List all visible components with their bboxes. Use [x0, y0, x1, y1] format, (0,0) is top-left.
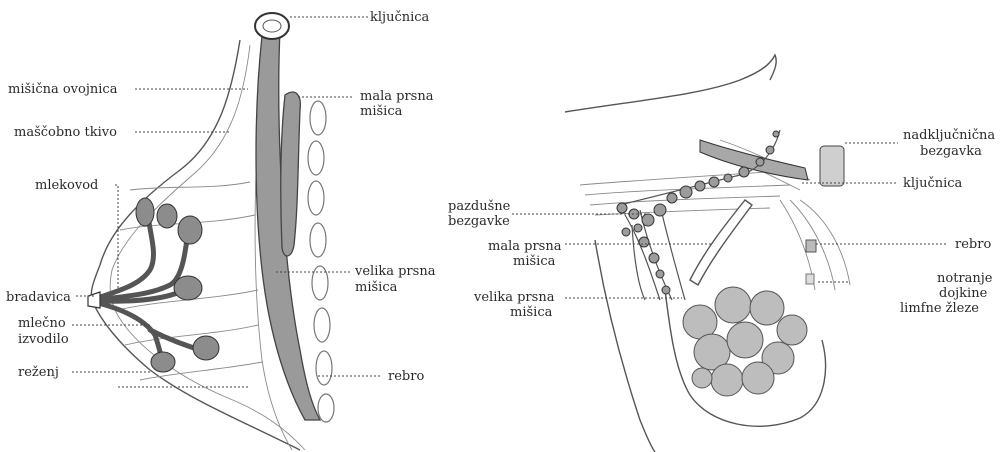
label-kljucnica-left: ključnica: [370, 10, 430, 25]
label-mala-prsna-right-2: mišica: [513, 254, 556, 269]
chest-muscle-fibers: [580, 140, 850, 290]
supraclavicular-structure: [820, 146, 844, 186]
label-mala-prsna-left-1: mala prsna: [360, 89, 434, 104]
left-sagittal-diagram: [72, 13, 382, 450]
label-notranje-3: limfne žleze: [900, 301, 979, 316]
label-kljucnica-right: ključnica: [903, 176, 963, 191]
label-velika-prsna-right-1: velika prsna: [473, 290, 555, 305]
arm-contour: [595, 240, 655, 452]
label-mala-prsna-left-2: mišica: [360, 104, 403, 119]
label-mlecno-2: izvodilo: [18, 332, 69, 347]
neck-shoulder-contour: [565, 55, 776, 112]
pectoralis-minor-right: [690, 200, 752, 285]
label-rebro-right: rebro: [955, 237, 991, 252]
label-mala-prsna-right-1: mala prsna: [488, 239, 562, 254]
label-mlekovod: mlekovod: [35, 178, 98, 193]
label-nadkljucnicna-1: nadključnična: [903, 128, 995, 143]
right-lymph-diagram: [512, 55, 948, 452]
label-notranje-2: dojkine: [939, 286, 988, 301]
label-mascobno-tkivo: maščobno tkivo: [14, 125, 117, 140]
clavicle-inner: [263, 20, 281, 32]
label-nadkljucnicna-2: bezgavka: [920, 144, 982, 159]
internal-mammary-node-1: [806, 240, 816, 252]
clavicle-right: [700, 140, 808, 180]
label-bradavica: bradavica: [6, 290, 71, 305]
label-notranje-1: notranje: [937, 271, 993, 286]
breast-gland-cluster: [683, 287, 807, 396]
rib-chain: [308, 101, 334, 422]
pectoralis-minor-muscle: [281, 92, 301, 256]
label-pazdusne-1: pazdušne: [448, 199, 511, 214]
label-pazdusne-2: bezgavke: [448, 214, 510, 229]
nipple: [88, 292, 100, 308]
label-velika-prsna-right-2: mišica: [510, 305, 553, 320]
label-velika-prsna-left-1: velika prsna: [354, 264, 436, 279]
label-rezenj: reženj: [18, 365, 59, 380]
internal-mammary-node-2: [806, 274, 814, 284]
label-mlecno-1: mlečno: [18, 316, 66, 331]
label-misicna-ovojnica: mišična ovojnica: [8, 82, 118, 97]
label-velika-prsna-left-2: mišica: [355, 280, 398, 295]
label-rebro-left: rebro: [388, 369, 424, 384]
